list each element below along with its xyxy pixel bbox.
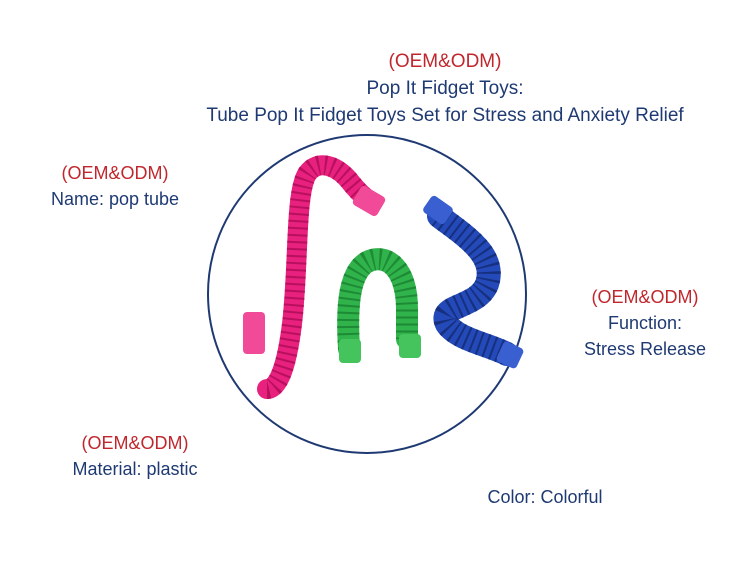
title-line-1: Pop It Fidget Toys: <box>366 78 524 99</box>
name-oem-label: (OEM&ODM) <box>61 163 169 183</box>
name-text: Name: pop tube <box>50 189 180 209</box>
function-line-1: Function: <box>607 313 683 333</box>
function-line-2: Stress Release <box>583 339 707 359</box>
name-block: (OEM&ODM) Name: pop tube <box>20 160 210 212</box>
color-block: Color: Colorful <box>460 484 630 510</box>
title-line-2: Tube Pop It Fidget Toys Set for Stress a… <box>206 105 684 126</box>
function-oem-label: (OEM&ODM) <box>591 287 699 307</box>
green-pop-tube <box>337 248 421 363</box>
material-block: (OEM&ODM) Material: plastic <box>40 430 230 482</box>
pink-pop-tube <box>243 155 386 399</box>
blue-pop-tube <box>423 195 524 369</box>
title-block: (OEM&ODM) Pop It Fidget Toys: Tube Pop I… <box>150 48 740 129</box>
material-oem-label: (OEM&ODM) <box>81 433 189 453</box>
function-block: (OEM&ODM) Function: Stress Release <box>560 284 730 362</box>
title-oem-label: (OEM&ODM) <box>388 51 502 72</box>
pop-tubes-illustration <box>243 155 524 399</box>
material-text: Material: plastic <box>72 459 198 479</box>
color-text: Color: Colorful <box>487 487 603 507</box>
